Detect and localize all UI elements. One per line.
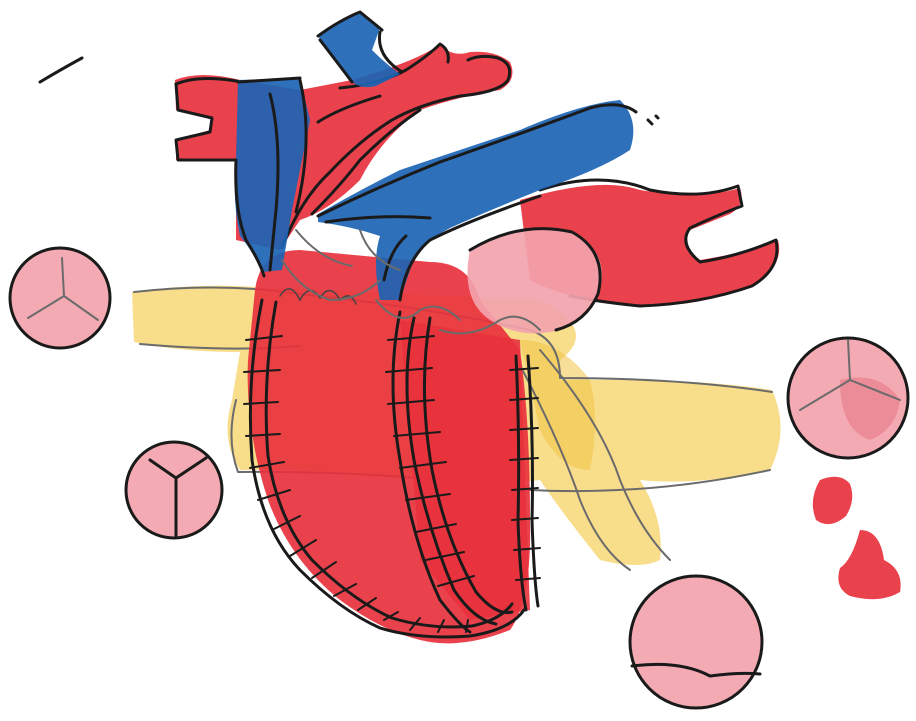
valve-disc-right-upper bbox=[788, 338, 908, 458]
left-atrium bbox=[468, 229, 603, 334]
brachiocephalic-vessel bbox=[318, 12, 402, 87]
valve-disc-bottom bbox=[630, 576, 762, 708]
stray-pen-stroke bbox=[40, 58, 82, 82]
valve-disc-left-upper bbox=[10, 248, 110, 348]
valve-disc-left-lower bbox=[126, 442, 222, 538]
red-blob-lower bbox=[838, 530, 900, 599]
red-blob-upper bbox=[813, 477, 852, 524]
